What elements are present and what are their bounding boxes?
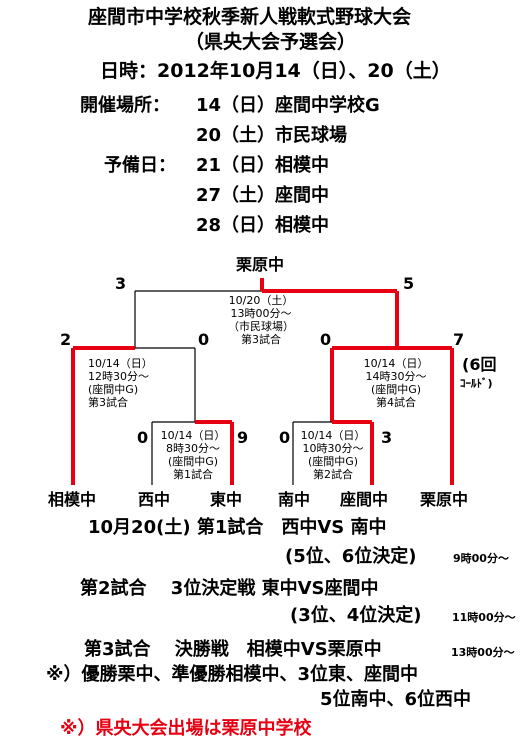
reserve-label: 予備日： xyxy=(104,155,176,176)
reserve-day-2: 27（土）座間中 xyxy=(196,185,330,206)
schedule-line-2: (5位、6位決定) xyxy=(285,546,417,567)
venue-label: 開催場所： xyxy=(80,95,170,116)
schedule-line-2-time: 9時00分～ xyxy=(453,552,509,565)
venue-line-2: 20（土）市民球場 xyxy=(196,125,348,146)
qf-right-info-time: 10時30分～ xyxy=(302,442,364,455)
final-info: 10/20（土） 13時00分～ （市民球場） 第3試合 xyxy=(205,294,317,346)
date-line: 日時：2012年10月14（日）、20（土） xyxy=(100,60,451,82)
schedule-line-5-time: 13時00分～ xyxy=(451,646,515,659)
semi-right-info-game: 第4試合 xyxy=(376,396,416,409)
page-title: 座間市中学校秋季新人戦軟式野球大会 xyxy=(88,6,412,28)
final-left-score: 3 xyxy=(115,274,127,293)
qf-left-left-score: 0 xyxy=(137,428,149,447)
semi-left-info-date: 10/14（日） xyxy=(88,357,153,370)
qf-left-info: 10/14（日） 8時30分～ (座間中G) 第1試合 xyxy=(155,429,231,481)
qf-right-info-venue: (座間中G) xyxy=(307,455,359,468)
team-kurihara: 栗原中 xyxy=(420,490,469,509)
schedule-line-4: (3位、4位決定) xyxy=(290,605,422,626)
semi-right-info-time: 14時30分～ xyxy=(365,370,427,383)
schedule-line-5: 第3試合 決勝戦 相模中VS栗原中 xyxy=(84,639,382,660)
schedule-line-4-time: 11時00分～ xyxy=(452,611,516,624)
qf-right-info-game: 第2試合 xyxy=(313,468,353,481)
qf-right-info-date: 10/14（日） xyxy=(300,429,366,442)
qf-right-right-score: 3 xyxy=(381,428,393,447)
team-nishi: 西中 xyxy=(138,490,171,509)
semi-left-left-score: 2 xyxy=(60,330,72,349)
semi-right-info-date: 10/14（日） xyxy=(363,357,429,370)
reserve-day-1: 21（日）相模中 xyxy=(196,155,330,176)
semi-left-info-game: 第3試合 xyxy=(88,396,128,409)
final-info-date: 10/20（土） xyxy=(228,294,294,307)
team-sagami: 相模中 xyxy=(48,490,97,509)
semi-right-note-called: ｺｰﾙﾄﾞ) xyxy=(460,377,493,390)
result-line-2: 5位南中、6位西中 xyxy=(320,689,472,710)
semi-left-info: 10/14（日） 12時30分～ (座間中G) 第3試合 xyxy=(88,357,168,409)
qf-right-info: 10/14（日） 10時30分～ (座間中G) 第2試合 xyxy=(295,429,371,481)
reserve-day-3: 28（日）相模中 xyxy=(196,215,330,236)
final-info-venue: （市民球場） xyxy=(228,320,294,333)
semi-right-info: 10/14（日） 14時30分～ (座間中G) 第4試合 xyxy=(348,357,444,409)
qf-right-left-score: 0 xyxy=(279,428,291,447)
page-subtitle: （県央大会予選会） xyxy=(185,31,357,53)
semi-left-right-score: 0 xyxy=(198,330,210,349)
semi-left-info-venue: (座間中G) xyxy=(88,383,139,396)
semi-right-note: (6回 xyxy=(462,355,497,374)
semi-right-left-score: 0 xyxy=(320,330,332,349)
qualifier-note: ※）県央大会出場は栗原中学校 xyxy=(60,718,312,739)
semi-right-right-score: 7 xyxy=(453,330,465,349)
result-line-1: ※）優勝栗中、準優勝相模中、3位東、座間中 xyxy=(46,664,419,685)
final-info-game: 第3試合 xyxy=(241,333,281,346)
final-right-score: 5 xyxy=(403,274,415,293)
semi-left-info-time: 12時30分～ xyxy=(88,370,149,383)
champion-label: 栗原中 xyxy=(236,255,285,274)
semi-right-info-venue: (座間中G) xyxy=(370,383,422,396)
team-zama: 座間中 xyxy=(340,490,389,509)
qf-left-info-time: 8時30分～ xyxy=(166,442,220,455)
team-higashi: 東中 xyxy=(210,490,243,509)
final-info-time: 13時00分～ xyxy=(230,307,292,320)
schedule-line-1: 10月20(土) 第1試合 西中VS 南中 xyxy=(88,517,387,538)
qf-left-info-venue: (座間中G) xyxy=(167,455,219,468)
qf-left-info-date: 10/14（日） xyxy=(160,429,226,442)
team-minami: 南中 xyxy=(278,490,311,509)
qf-left-info-game: 第1試合 xyxy=(173,468,213,481)
venue-line-1: 14（日）座間中学校G xyxy=(196,95,380,116)
schedule-line-3: 第2試合 3位決定戦 東中VS座間中 xyxy=(80,578,379,599)
qf-left-right-score: 9 xyxy=(237,428,249,447)
